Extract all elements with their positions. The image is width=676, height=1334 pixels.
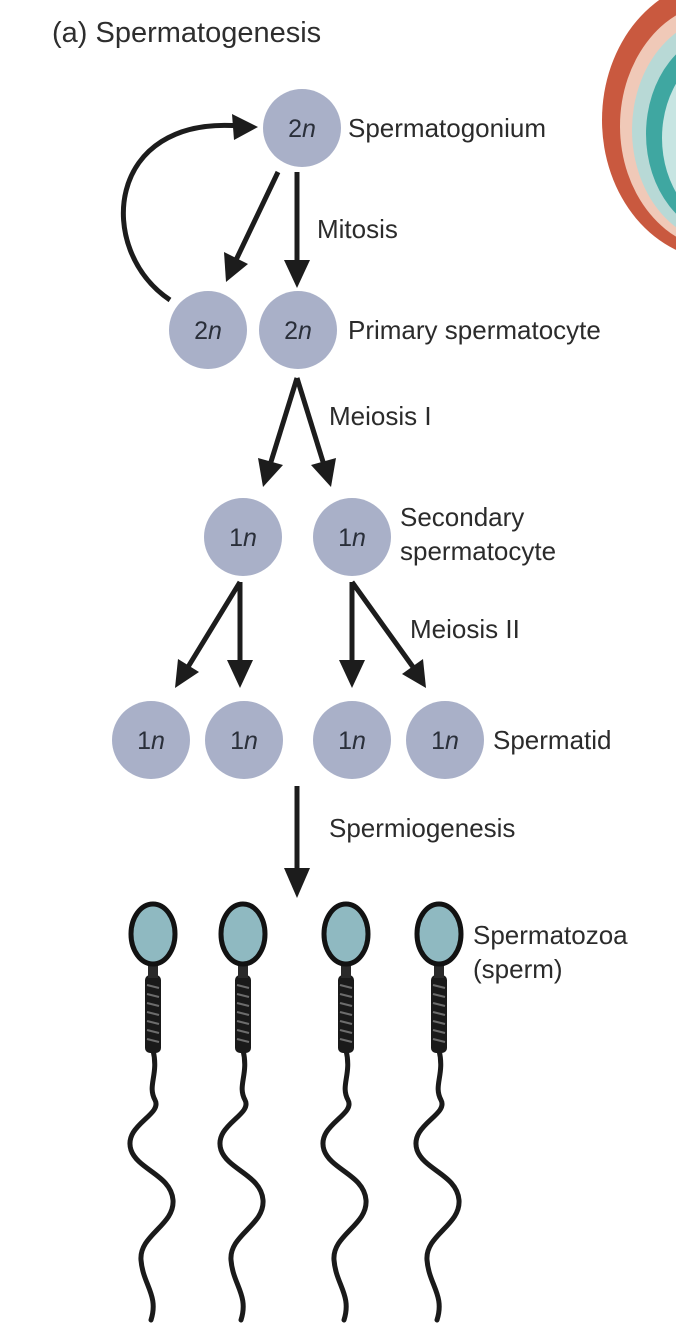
label-primary-spermatocyte: Primary spermatocyte	[348, 315, 601, 345]
label-spermatozoa-line2: (sperm)	[473, 954, 563, 984]
label-spermatogonium: Spermatogonium	[348, 113, 546, 143]
cell-secondary-right: 1n	[313, 498, 391, 576]
meiosis-two-arrows	[175, 580, 426, 688]
spermatozoon-4	[413, 901, 464, 1323]
label-meiosis-two: Meiosis II	[410, 614, 520, 644]
svg-text:2n: 2n	[194, 317, 222, 345]
svg-text:1n: 1n	[137, 727, 165, 755]
cell-mitosis-daughter: 2n	[169, 291, 247, 369]
cell-primary-spermatocyte: 2n	[259, 291, 337, 369]
svg-text:1n: 1n	[431, 727, 459, 755]
cell-spermatid-3: 1n	[313, 701, 391, 779]
label-spermatid: Spermatid	[493, 725, 612, 755]
label-spermiogenesis: Spermiogenesis	[329, 813, 515, 843]
mitosis-arrows	[224, 170, 310, 288]
label-mitosis: Mitosis	[317, 214, 398, 244]
testis-section-illustration	[602, 0, 676, 250]
cell-spermatid-4: 1n	[406, 701, 484, 779]
self-renewal-arrow	[120, 114, 258, 303]
figure-title: (a) Spermatogenesis	[52, 17, 321, 49]
cell-spermatid-2: 1n	[205, 701, 283, 779]
cell-spermatid-1: 1n	[112, 701, 190, 779]
svg-text:2n: 2n	[284, 317, 312, 345]
cell-spermatogonium: 2n	[263, 89, 341, 167]
meiosis-one-arrows	[258, 377, 336, 487]
spermiogenesis-arrow	[284, 786, 310, 898]
svg-text:1n: 1n	[338, 727, 366, 755]
label-secondary-line2: spermatocyte	[400, 536, 556, 566]
svg-text:1n: 1n	[338, 524, 366, 552]
label-secondary-line1: Secondary	[400, 502, 524, 532]
label-spermatozoa-line1: Spermatozoa	[473, 920, 628, 950]
cell-secondary-left: 1n	[204, 498, 282, 576]
label-meiosis-one: Meiosis I	[329, 401, 432, 431]
svg-text:1n: 1n	[230, 727, 258, 755]
spermatozoon-3	[320, 901, 371, 1323]
spermatozoon-1	[127, 901, 178, 1323]
spermatozoon-2	[217, 901, 268, 1323]
svg-text:2n: 2n	[288, 115, 316, 143]
svg-text:1n: 1n	[229, 524, 257, 552]
spermatozoa-group	[127, 901, 464, 1323]
